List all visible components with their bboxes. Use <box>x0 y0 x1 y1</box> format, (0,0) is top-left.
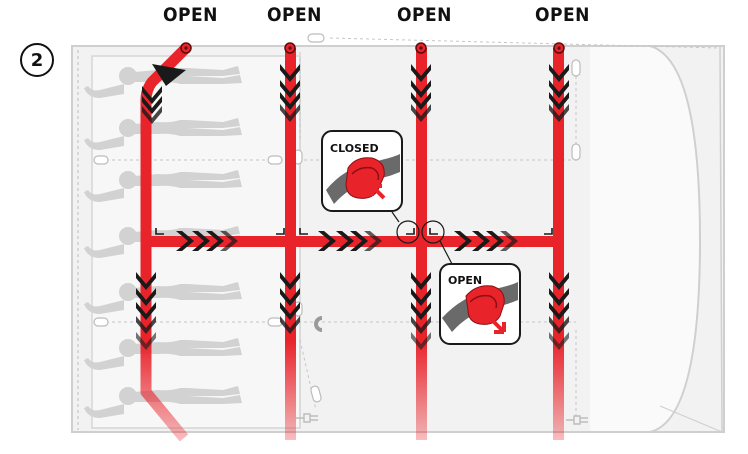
valve-closed-callout: CLOSED <box>321 130 403 212</box>
step-number-badge: 2 <box>20 43 54 77</box>
magnet-icon <box>314 316 323 332</box>
tent-outline <box>71 37 725 433</box>
inflation-tubes <box>140 44 564 442</box>
airflow-arrows-down <box>136 64 569 350</box>
valve-open-icon <box>442 282 518 334</box>
junction-brackets <box>155 228 553 235</box>
fixing-icons <box>93 33 581 403</box>
plug-icon <box>296 413 588 425</box>
callout-closed-label: CLOSED <box>330 142 379 155</box>
callout-open-label: OPEN <box>448 274 482 287</box>
valve-4-open-label: OPEN <box>535 4 590 26</box>
valve-closed-icon <box>326 154 400 204</box>
step-number: 2 <box>30 49 44 71</box>
valve-2-open-label: OPEN <box>267 4 322 26</box>
valve-1-open-label: OPEN <box>163 4 218 26</box>
valve-3-open-label: OPEN <box>397 4 452 26</box>
valve-open-callout: OPEN <box>439 263 521 345</box>
